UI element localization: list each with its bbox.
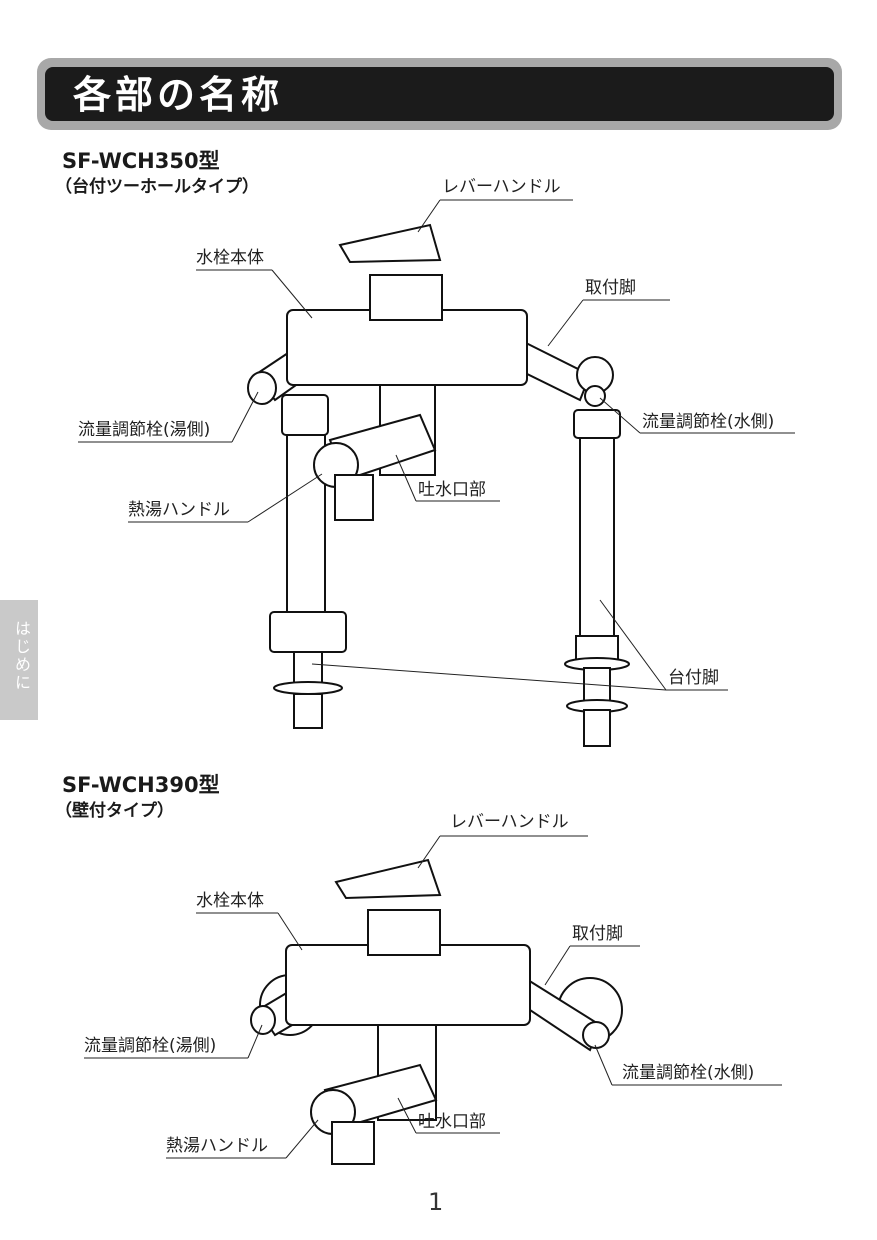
page-number: 1	[428, 1188, 444, 1216]
right-flow-valve-cap	[584, 385, 606, 407]
heading-bar: 各部の名称	[37, 58, 842, 130]
right-collar	[573, 409, 621, 439]
label-flow-valve-hot-2: 流量調節栓(湯側)	[84, 1036, 217, 1056]
label-faucet-body: 水栓本体	[196, 248, 264, 268]
label-flow-valve-cold: 流量調節栓(水側)	[642, 412, 775, 432]
label-spout-2: 吐水口部	[418, 1112, 486, 1132]
label-flow-valve-cold-2: 流量調節栓(水側)	[622, 1063, 755, 1083]
spout-outlet	[334, 474, 374, 521]
leader-lines-1	[78, 199, 795, 691]
right-flow-valve	[582, 1021, 610, 1049]
faucet-body	[285, 944, 531, 1026]
section1-type: （台付ツーホールタイプ）	[55, 177, 259, 197]
heading-inner: 各部の名称	[45, 67, 834, 121]
lever-base	[369, 274, 443, 321]
label-spout: 吐水口部	[418, 480, 486, 500]
left-flow-valve	[247, 371, 277, 405]
right-shank-lower	[583, 709, 611, 747]
left-flow-valve	[250, 1005, 276, 1035]
label-deck-leg: 台付脚	[668, 668, 719, 688]
faucet-deck-illustration	[247, 223, 630, 747]
leader-lines-2	[84, 835, 782, 1159]
section2-model: SF-WCH390型	[62, 773, 220, 797]
section2-type: （壁付タイプ）	[55, 801, 174, 821]
section1-model: SF-WCH350型	[62, 149, 220, 173]
side-tab-label: はじめに	[12, 620, 31, 692]
faucet-wall-illustration	[250, 858, 623, 1165]
label-mount-leg: 取付脚	[585, 278, 636, 298]
lever-base	[367, 909, 441, 956]
faucet-body	[286, 309, 528, 386]
label-lever-handle: レバーハンドル	[442, 177, 561, 197]
right-pipe	[579, 429, 615, 641]
side-tab: はじめに	[0, 600, 38, 720]
label-flow-valve-hot: 流量調節栓(湯側)	[78, 420, 211, 440]
label-mount-leg-2: 取付脚	[572, 924, 623, 944]
left-washer	[273, 681, 343, 695]
spout-outlet	[331, 1121, 375, 1165]
label-lever-handle-2: レバーハンドル	[450, 812, 569, 832]
label-hot-handle: 熱湯ハンドル	[128, 500, 230, 520]
label-hot-handle-2: 熱湯ハンドル	[166, 1136, 268, 1156]
left-nut	[269, 611, 347, 653]
lever-handle	[338, 223, 442, 264]
left-elbow	[281, 394, 329, 436]
page-title: 各部の名称	[73, 73, 284, 117]
left-shank-lower	[293, 693, 323, 729]
lever-handle	[334, 858, 442, 900]
label-faucet-body-2: 水栓本体	[196, 891, 264, 911]
